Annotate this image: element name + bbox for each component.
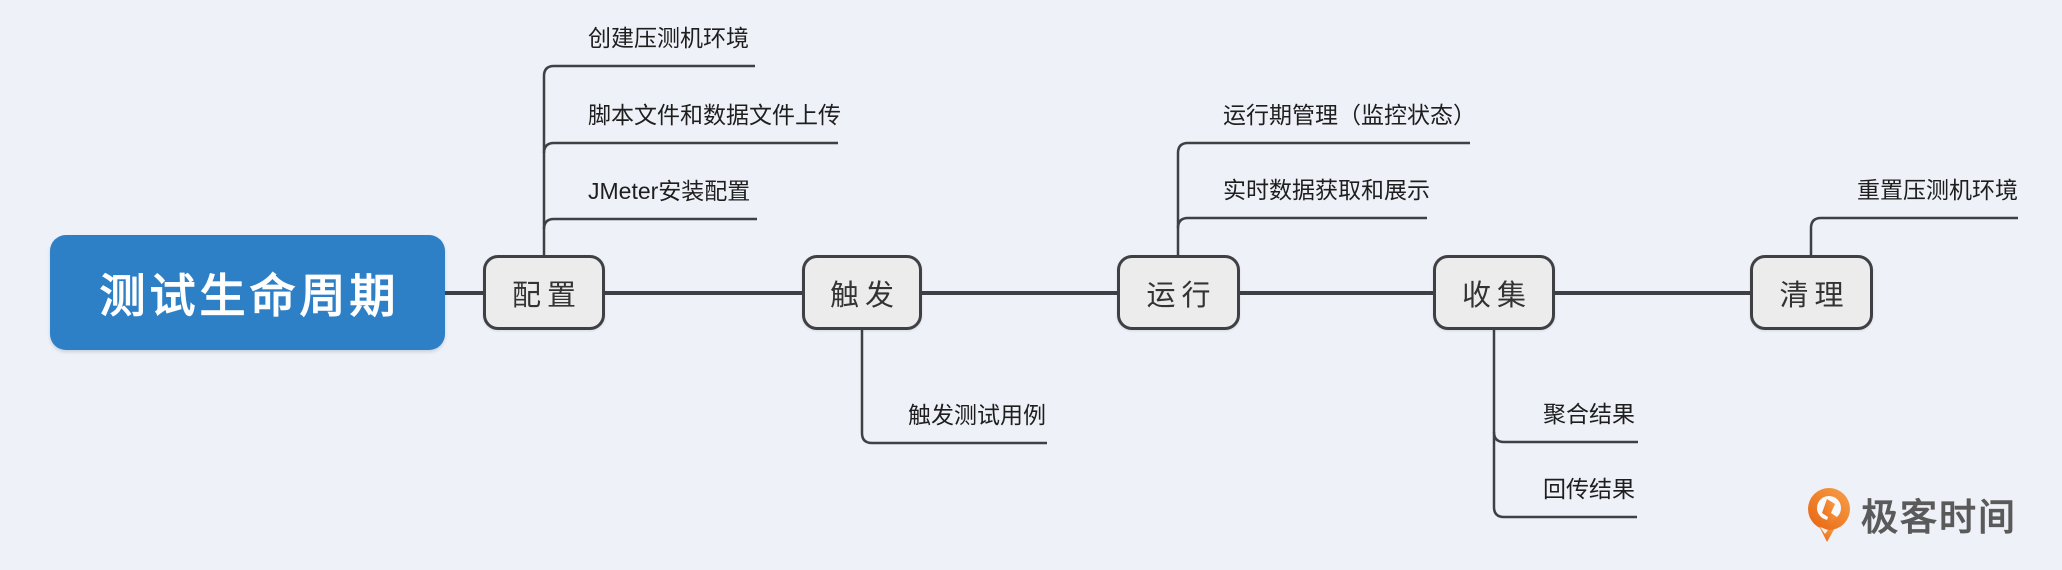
geektime-logo-text: 极客时间 (1861, 497, 2017, 538)
leaf-aggregate-results: 聚合结果 (1543, 401, 1635, 427)
leaf-return-results: 回传结果 (1543, 476, 1635, 502)
geektime-pin-icon (1808, 488, 1850, 542)
leaf-jmeter-install-config: JMeter安装配置 (588, 178, 751, 204)
leaf-create-loadtest-env: 创建压测机环境 (588, 25, 749, 51)
leaf-upload-script-data-files: 脚本文件和数据文件上传 (588, 102, 841, 128)
stage-node-label: 收集 (1461, 279, 1532, 312)
stage-node-collect: 收集 (1433, 255, 1555, 330)
geektime-logo: 极客时间 (1806, 486, 2017, 542)
leaf-reset-loadtest-env: 重置压测机环境 (1857, 177, 2018, 203)
root-node-test-lifecycle: 测试生命周期 (50, 235, 445, 350)
root-node-label: 测试生命周期 (99, 269, 400, 322)
stage-node-configure: 配置 (483, 255, 605, 330)
stage-node-label: 配置 (511, 279, 582, 312)
stage-node-trigger: 触发 (802, 255, 922, 330)
leaf-trigger-test-cases: 触发测试用例 (908, 402, 1046, 428)
stage-node-label: 触发 (829, 279, 900, 312)
leaf-realtime-data-display: 实时数据获取和展示 (1223, 177, 1430, 203)
stage-node-label: 运行 (1146, 279, 1217, 312)
stage-node-label: 清理 (1779, 279, 1850, 312)
stage-node-run: 运行 (1117, 255, 1240, 330)
leaf-runtime-management-monitoring: 运行期管理（监控状态） (1223, 102, 1476, 128)
stage-node-cleanup: 清理 (1750, 255, 1873, 330)
